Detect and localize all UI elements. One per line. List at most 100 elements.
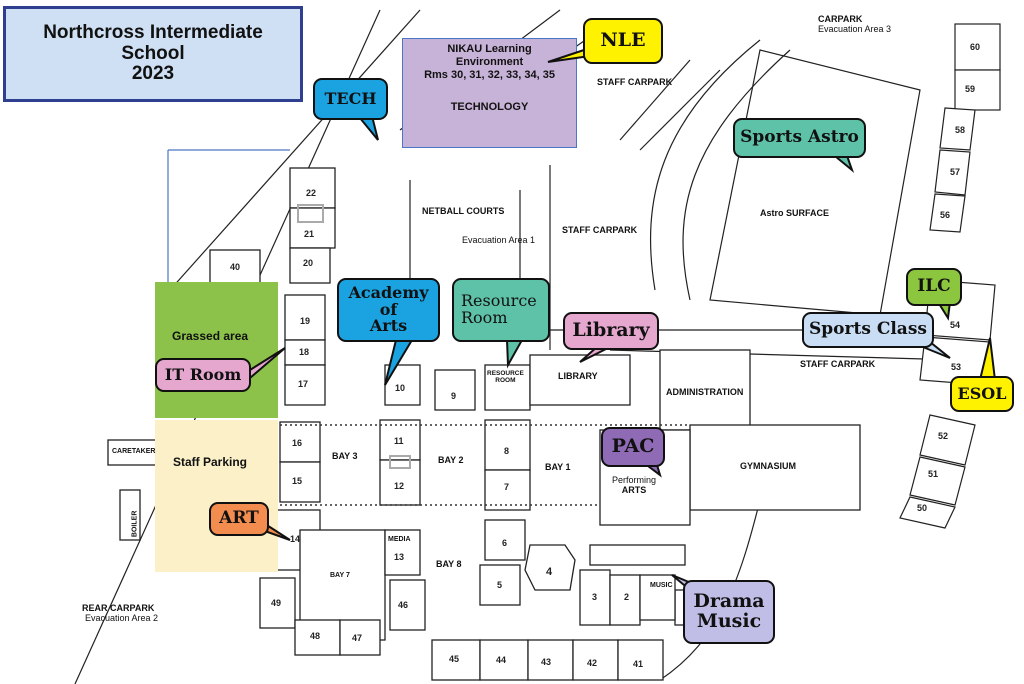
room-13-number: 13 <box>394 552 405 562</box>
technology-label: TECHNOLOGY <box>450 100 529 113</box>
academy-line2: Arts <box>369 316 408 336</box>
netball-courts-label: NETBALL COURTS <box>422 206 505 216</box>
tech-callout[interactable]: TECH <box>313 78 388 120</box>
room-15 <box>279 461 321 503</box>
room-8-number: 8 <box>504 446 510 456</box>
room-7 <box>484 469 531 511</box>
gymnasium-building <box>689 424 861 511</box>
caretaker-label: CARETAKER <box>112 448 156 455</box>
room-10-number: 10 <box>395 383 406 393</box>
room-46-number: 46 <box>398 600 409 610</box>
staff-carpark-mid-label: STAFF CARPARK <box>562 225 638 235</box>
room-51-number: 51 <box>928 469 939 479</box>
evac-area-2-label: Evacuation Area 2 <box>85 613 159 623</box>
room-45-number: 45 <box>449 654 460 664</box>
it-room-callout[interactable]: IT Room <box>155 358 251 392</box>
room-52-number: 52 <box>938 431 949 441</box>
room-2 <box>609 574 641 626</box>
administration-building <box>659 349 751 431</box>
room-54-number: 54 <box>950 320 961 330</box>
resource-line1: Resource <box>461 291 537 311</box>
bay-1-label: BAY 1 <box>545 462 571 472</box>
pac-callout[interactable]: PAC <box>601 427 665 467</box>
room-42-number: 42 <box>587 658 598 668</box>
ilc-callout[interactable]: ILC <box>906 268 962 306</box>
room-16 <box>279 421 321 463</box>
caretaker-building <box>107 439 164 466</box>
room-47-number: 47 <box>352 633 363 643</box>
boiler-building <box>119 489 141 541</box>
nle-line2: Environment <box>455 56 524 69</box>
performing-arts-label: Performing ARTS <box>612 475 657 496</box>
room-4 <box>524 544 576 591</box>
room-56-number: 56 <box>940 210 951 220</box>
academy-line1: Academy of <box>348 282 429 319</box>
room-59-number: 59 <box>965 84 976 94</box>
gymnasium-label: GYMNASIUM <box>740 461 796 471</box>
evac-area-3-label: Evacuation Area 3 <box>818 24 892 34</box>
drama-line: Drama <box>693 590 765 613</box>
drama-block <box>589 544 686 566</box>
room-6 <box>484 519 526 561</box>
room-9 <box>434 369 476 411</box>
room-41 <box>617 639 664 681</box>
bay-7-label: BAY 7 <box>330 572 350 579</box>
room-48-number: 48 <box>310 631 321 641</box>
staff-carpark-top-label: STAFF CARPARK <box>597 77 673 87</box>
room-20-number: 20 <box>303 258 314 268</box>
nle-callout[interactable]: NLE <box>583 18 663 64</box>
room-18 <box>284 339 326 366</box>
room-58-number: 58 <box>955 125 966 135</box>
nle-building[interactable]: NIKAU Learning Environment Rms 30, 31, 3… <box>402 38 577 148</box>
astro-surface-label: Astro SURFACE <box>760 208 830 218</box>
room-53-number: 53 <box>951 362 962 372</box>
resource-room-label: RESOURCE ROOM <box>487 370 524 384</box>
esol-callout[interactable]: ESOL <box>950 376 1014 412</box>
room-51 <box>909 456 966 506</box>
staff-parking-zone <box>155 420 278 572</box>
room-4-number: 4 <box>546 566 553 578</box>
room-2-number: 2 <box>624 592 630 602</box>
school-title-line2: School <box>121 42 185 64</box>
music-line: Music <box>696 610 762 632</box>
room-45 <box>431 639 481 681</box>
road-edge <box>169 9 421 291</box>
room-5-number: 5 <box>497 580 503 590</box>
resource-room-callout[interactable]: Resource Room <box>452 278 550 342</box>
music-small-label: MUSIC <box>650 582 673 589</box>
it-room-tail <box>249 347 286 381</box>
drama-music-callout[interactable]: Drama Music <box>683 580 775 644</box>
room-20 <box>289 247 331 284</box>
school-title-line1: Northcross Intermediate <box>43 21 263 43</box>
resource-line2: Room <box>461 308 508 327</box>
room-5 <box>479 564 521 606</box>
art-callout[interactable]: ART <box>209 502 269 536</box>
room-11-number: 11 <box>394 436 404 446</box>
room-43 <box>527 639 574 681</box>
evac-area-1-label: Evacuation Area 1 <box>462 235 536 245</box>
road-edge <box>650 39 761 291</box>
room-3 <box>579 569 611 626</box>
room-18-number: 18 <box>299 347 310 357</box>
bay-3-label: BAY 3 <box>332 451 358 461</box>
performing-text: Performing <box>612 475 657 485</box>
academy-of-arts-callout[interactable]: Academy of Arts <box>337 278 440 342</box>
academy-tail <box>384 339 414 386</box>
room-57 <box>934 149 971 196</box>
esol-tail <box>978 337 997 381</box>
nle-line1: NIKAU Learning <box>447 43 532 55</box>
nle-line3: Rms 30, 31, 32, 33, 34, 35 <box>424 69 555 82</box>
room-9-number: 9 <box>451 391 457 401</box>
room-15-number: 15 <box>292 476 303 486</box>
school-title-year: 2023 <box>131 63 175 85</box>
administration-label: ADMINISTRATION <box>666 387 744 397</box>
music-room <box>639 574 676 621</box>
library-callout[interactable]: Library <box>563 312 659 350</box>
sports-astro-callout[interactable]: Sports Astro <box>733 118 866 158</box>
arts-text: ARTS <box>621 484 647 495</box>
grassed-area-zone <box>155 282 278 418</box>
room-13 <box>384 529 421 576</box>
library-label: LIBRARY <box>558 371 598 381</box>
sports-class-callout[interactable]: Sports Class <box>802 312 934 348</box>
